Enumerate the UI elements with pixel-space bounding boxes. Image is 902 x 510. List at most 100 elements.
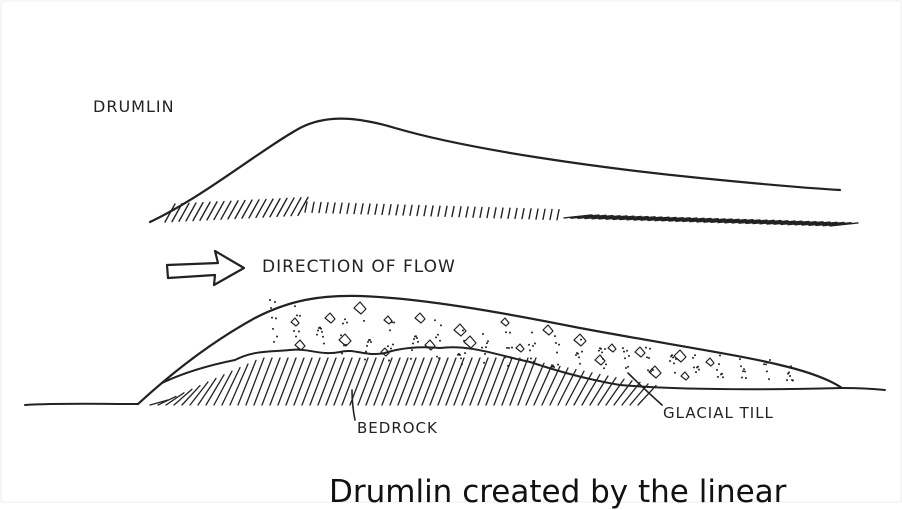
till-dot: [434, 319, 436, 321]
till-dot: [604, 348, 606, 350]
till-dot: [557, 364, 559, 366]
till-dot: [603, 367, 605, 369]
till-dot: [553, 366, 555, 368]
till-dot: [602, 358, 604, 360]
till-dot: [600, 348, 602, 350]
till-dot: [393, 321, 395, 323]
till-dot: [417, 341, 419, 343]
till-dot: [507, 365, 509, 367]
till-dot: [296, 314, 298, 316]
till-dot: [392, 344, 394, 346]
till-dot: [789, 375, 791, 377]
drumlin-label: DRUMLIN: [93, 97, 175, 116]
direction-of-flow-label: DIRECTION OF FLOW: [262, 257, 456, 277]
till-dot: [369, 339, 371, 341]
till-dot: [276, 335, 278, 337]
till-dot: [320, 328, 322, 330]
till-dot: [273, 341, 275, 343]
till-dot: [529, 349, 531, 351]
till-dot: [506, 347, 508, 349]
till-dot: [743, 368, 745, 370]
till-dot: [270, 307, 272, 309]
till-dot: [674, 372, 676, 374]
till-dot: [482, 333, 484, 335]
till-dot: [365, 351, 367, 353]
till-dot: [786, 379, 788, 381]
till-dot: [532, 345, 534, 347]
till-dot: [534, 342, 536, 344]
till-dot: [508, 347, 510, 349]
till-dot: [650, 370, 652, 372]
till-dot: [481, 347, 483, 349]
till-dot: [646, 356, 648, 358]
till-dot: [671, 354, 673, 356]
till-dot: [510, 357, 512, 359]
till-dot: [533, 361, 535, 363]
till-dot: [459, 354, 461, 356]
till-dot: [744, 371, 746, 373]
till-dot: [578, 356, 580, 358]
till-dot: [461, 363, 463, 365]
till-dot: [648, 357, 650, 359]
till-dot: [742, 370, 744, 372]
till-dot: [575, 354, 577, 356]
till-dot: [388, 360, 390, 362]
till-dot: [628, 355, 630, 357]
till-dot: [622, 347, 624, 349]
till-dot: [387, 345, 389, 347]
till-dot: [323, 342, 325, 344]
till-dot: [531, 332, 533, 334]
till-dot: [436, 356, 438, 358]
till-dot: [462, 329, 464, 331]
till-dot: [692, 357, 694, 359]
till-dot: [721, 373, 723, 375]
till-dot: [741, 377, 743, 379]
till-dot: [580, 339, 582, 341]
till-dot: [411, 349, 413, 351]
till-dot: [716, 369, 718, 371]
till-dot: [298, 331, 300, 333]
till-dot: [579, 363, 581, 365]
till-dot: [739, 358, 741, 360]
till-dot: [460, 357, 462, 359]
till-dot: [366, 345, 368, 347]
till-dot: [439, 340, 441, 342]
bedrock-label: BEDROCK: [357, 419, 438, 437]
till-dot: [274, 301, 276, 303]
glacial-till-label: GLACIAL TILL: [663, 404, 774, 422]
till-dot: [345, 344, 347, 346]
till-dot: [767, 362, 769, 364]
till-dot: [652, 369, 654, 371]
till-dot: [695, 371, 697, 373]
till-dot: [647, 369, 649, 371]
till-dot: [390, 347, 392, 349]
till-dot: [293, 330, 295, 332]
till-dot: [391, 321, 393, 323]
till-dot: [484, 353, 486, 355]
till-dot: [672, 357, 674, 359]
till-dot: [792, 380, 794, 382]
till-dot: [530, 358, 532, 360]
till-dot: [413, 338, 415, 340]
till-dot: [669, 360, 671, 362]
till-dot: [464, 352, 466, 354]
till-dot: [364, 359, 366, 361]
till-dot: [601, 351, 603, 353]
till-dot: [317, 329, 319, 331]
till-dot: [717, 376, 719, 378]
till-dot: [321, 331, 323, 333]
till-dot: [275, 317, 277, 319]
till-dot: [625, 367, 627, 369]
till-dot: [698, 369, 700, 371]
till-dot: [693, 366, 695, 368]
till-dot: [554, 335, 556, 337]
till-dot: [343, 344, 345, 346]
till-dot: [504, 357, 506, 359]
till-dot: [673, 362, 675, 364]
till-dot: [623, 351, 625, 353]
till-dot: [485, 346, 487, 348]
till-dot: [769, 359, 771, 361]
figure-caption: Drumlin created by the linear: [329, 474, 786, 510]
till-dot: [410, 358, 412, 360]
